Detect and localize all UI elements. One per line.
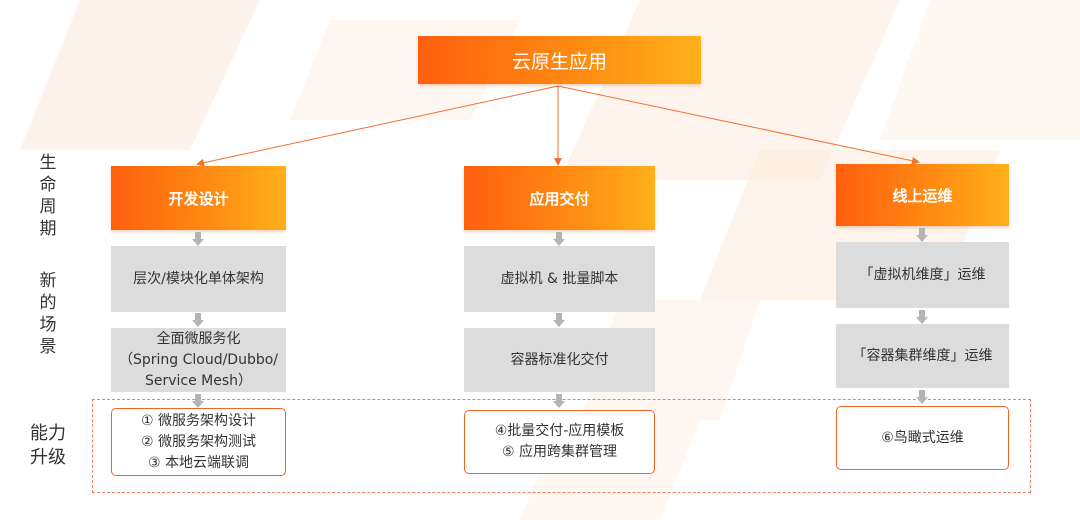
scenario-text: （Spring Cloud/Dubbo/ [118, 351, 279, 368]
side-char: 命 [39, 175, 57, 195]
scenario-text: 「虚拟机维度」运维 [859, 266, 986, 283]
scenario-delivery-1: 虚拟机 & 批量脚本 [464, 246, 655, 312]
side-char: 新 [39, 271, 57, 291]
scenario-ops-1: 「虚拟机维度」运维 [836, 242, 1009, 308]
side-char: 期 [39, 219, 57, 239]
stage-dev-design: 开发设计 [111, 166, 286, 230]
arrow-to-ops [557, 85, 920, 165]
scenario-text: 虚拟机 & 批量脚本 [500, 270, 619, 287]
down-arrow-icon [553, 232, 565, 246]
capability-text: ① 微服务架构设计 [140, 412, 256, 429]
side-line: 能力 [30, 423, 66, 444]
side-label-capability: 能力 升级 [22, 422, 74, 470]
down-arrow-icon [916, 310, 928, 324]
scenario-dev-1: 层次/模块化单体架构 [111, 246, 286, 312]
side-label-scenario: 新 的 场 景 [36, 270, 60, 358]
scenario-text: 「容器集群维度」运维 [852, 347, 993, 364]
down-arrow-icon [553, 394, 565, 408]
side-label-lifecycle: 生 命 周 期 [36, 152, 60, 240]
scenario-dev-2: 全面微服务化 （Spring Cloud/Dubbo/ Service Mesh… [111, 328, 286, 392]
capability-text: ④批量交付-应用模板 [494, 423, 625, 439]
down-arrow-icon [916, 390, 928, 404]
scenario-delivery-2: 容器标准化交付 [464, 328, 655, 392]
arrow-to-dev [196, 85, 559, 167]
down-arrow-icon [192, 232, 204, 246]
side-char: 生 [39, 153, 57, 173]
scenario-text: 层次/模块化单体架构 [133, 270, 264, 287]
root-node: 云原生应用 [418, 36, 701, 84]
down-arrow-icon [553, 313, 565, 327]
stage-app-delivery: 应用交付 [464, 166, 655, 230]
side-char: 场 [39, 315, 57, 335]
capability-text: ③ 本地云端联调 [147, 454, 249, 471]
side-char: 周 [39, 197, 57, 217]
scenario-text: 全面微服务化 [156, 330, 241, 347]
side-char: 的 [39, 293, 57, 313]
stage-online-ops: 线上运维 [836, 164, 1009, 226]
scenario-text: 容器标准化交付 [510, 351, 609, 368]
side-line: 升级 [30, 447, 66, 468]
down-arrow-icon [192, 394, 204, 408]
side-char: 景 [39, 337, 57, 357]
scenario-ops-2: 「容器集群维度」运维 [836, 324, 1009, 388]
down-arrow-icon [192, 313, 204, 327]
capability-delivery: ④批量交付-应用模板 ⑤ 应用跨集群管理 [464, 410, 655, 474]
capability-text: ⑤ 应用跨集群管理 [501, 444, 617, 460]
scenario-text: Service Mesh） [144, 372, 253, 389]
capability-dev: ① 微服务架构设计 ② 微服务架构测试 ③ 本地云端联调 [111, 408, 286, 476]
capability-ops: ⑥鸟瞰式运维 [836, 406, 1009, 470]
down-arrow-icon [916, 228, 928, 242]
capability-text: ② 微服务架构测试 [140, 433, 256, 450]
capability-text: ⑥鸟瞰式运维 [881, 429, 964, 446]
